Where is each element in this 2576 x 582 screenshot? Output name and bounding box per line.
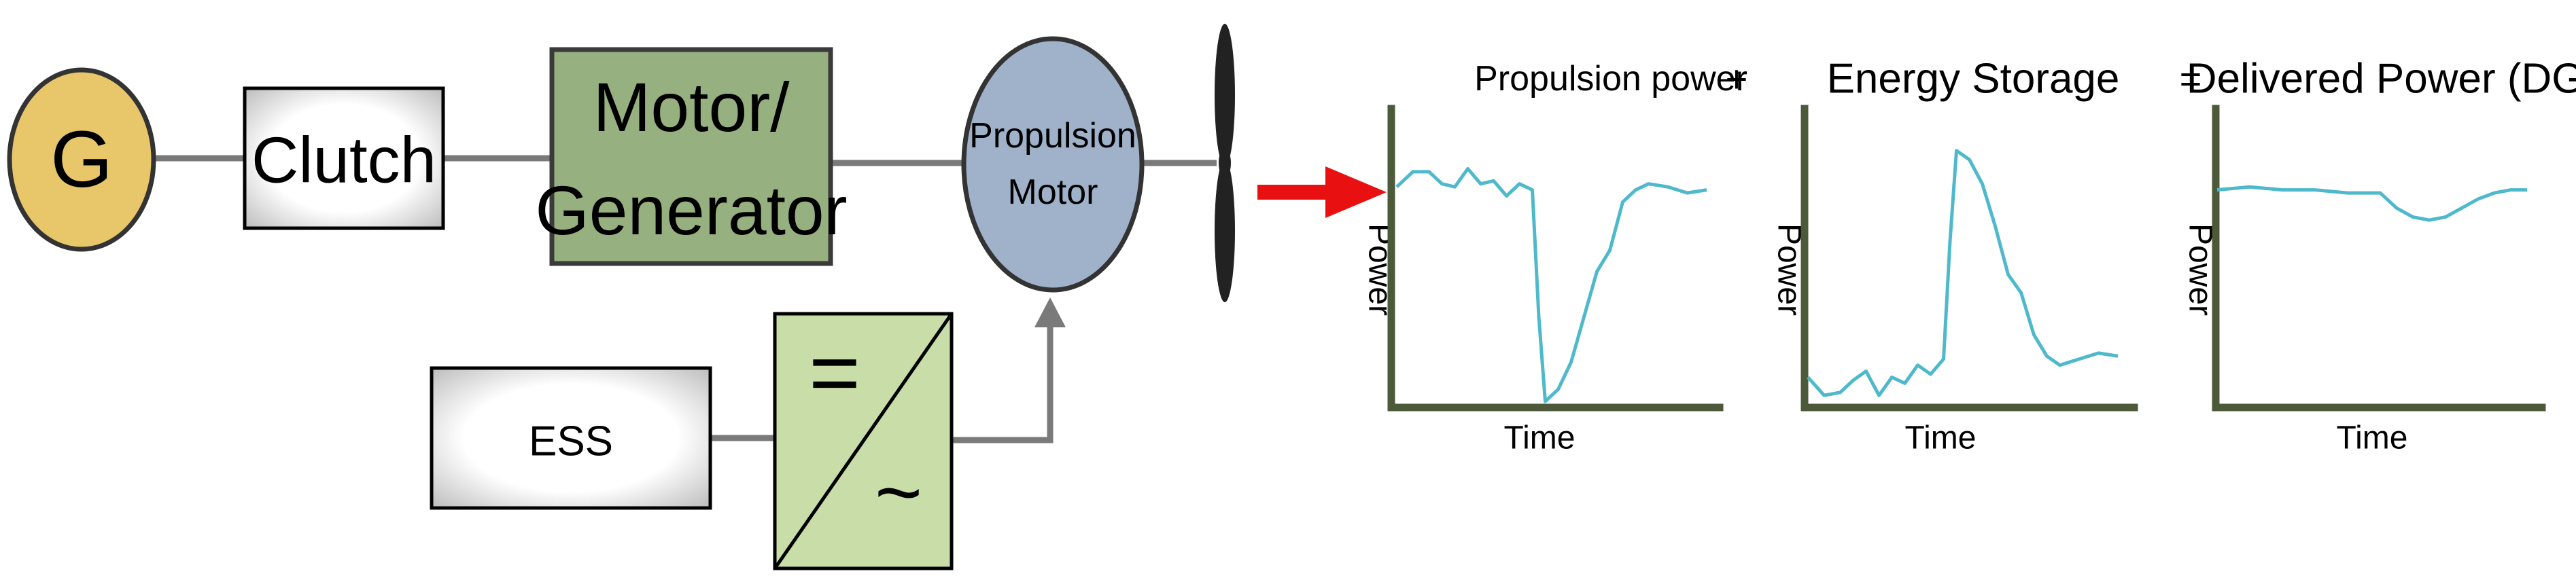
propeller-blade-lower (1215, 160, 1235, 302)
chart-xlabel: Time (1905, 420, 1977, 456)
chart-xlabel: Time (1504, 420, 1576, 456)
equation-plus: + (1726, 58, 1748, 101)
ess-box (430, 366, 712, 510)
motor-generator-label-line2: Generator (535, 172, 847, 249)
chart-series-line (1807, 149, 2119, 397)
red-arrow-shaft (1257, 185, 1332, 200)
chart-axes (2212, 105, 2546, 412)
propulsion-motor-label-line1: Propulsion (969, 116, 1136, 156)
generator-shape (7, 67, 156, 252)
motor-generator: Motor/ Generator (535, 47, 848, 266)
chart-energy-storage: Energy Storage Power Time (1771, 56, 2138, 456)
propulsion-motor-shape (961, 36, 1145, 293)
chart-title: Propulsion power (1474, 59, 1747, 98)
converter-ac-symbol: ~ (875, 447, 922, 538)
propulsion-motor-label-line2: Motor (1008, 172, 1098, 212)
chart-xlabel: Time (2337, 420, 2408, 456)
generator-label: G (50, 115, 113, 204)
chart-series-line (1395, 166, 1707, 403)
chart-title: Delivered Power (DG) (2187, 56, 2576, 103)
red-arrow-head (1325, 166, 1387, 218)
converter-dc-symbol: = (809, 323, 860, 422)
propeller-hub (1219, 148, 1231, 178)
motor-generator-label-line1: Motor/ (593, 69, 790, 146)
clutch: Clutch (243, 86, 445, 230)
connection-wires (153, 155, 1217, 443)
equation-equals: = (2180, 58, 2202, 101)
propulsion-motor: Propulsion Motor (961, 36, 1145, 293)
ess-label: ESS (529, 418, 613, 465)
clutch-label: Clutch (251, 124, 436, 197)
ess: ESS (430, 366, 712, 510)
propeller-blade-upper (1215, 24, 1235, 166)
wire-converter-propulsion (952, 326, 1054, 443)
converter: = ~ (773, 312, 954, 570)
clutch-box (243, 86, 445, 230)
chart-title: Energy Storage (1827, 56, 2120, 103)
motor-generator-box (549, 47, 833, 266)
chart-series-line (2216, 185, 2527, 222)
chart-axes (1387, 105, 1724, 412)
generator: G (7, 67, 156, 252)
red-arrow-icon (1257, 166, 1387, 218)
chart-delivered-power: Delivered Power (DG) Power Time (2182, 56, 2576, 456)
arrowhead-converter-propulsion (1034, 297, 1066, 327)
converter-diagonal (773, 312, 954, 570)
chart-propulsion-power: Propulsion power Power Time (1362, 59, 1747, 456)
chart-axes (1800, 105, 2138, 412)
propeller-icon (1215, 24, 1235, 302)
